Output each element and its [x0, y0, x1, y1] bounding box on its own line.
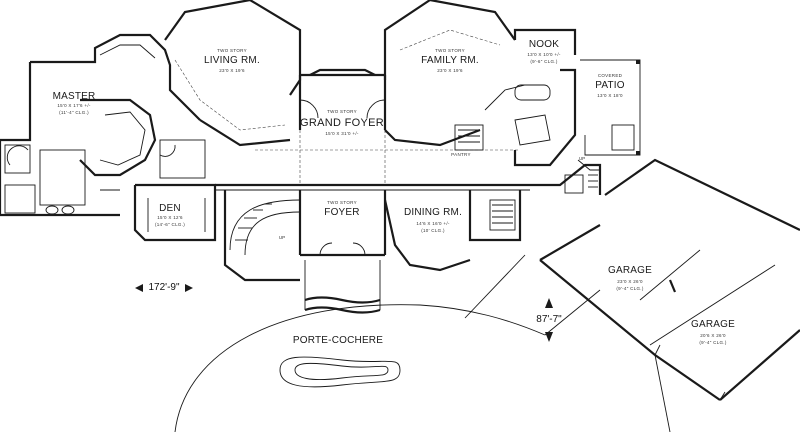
- den-walls: [133, 139, 217, 242]
- foyer-name: FOYER: [324, 207, 360, 218]
- hallway-walls: [215, 183, 530, 191]
- living-room-sub: TWO STORY: [217, 48, 247, 53]
- dining-room-walls: [383, 190, 522, 272]
- family-room-walls: [383, 0, 577, 167]
- garage-one-name: GARAGE: [608, 265, 652, 276]
- garage-two-dims: 20'6 X 26'0: [700, 333, 726, 338]
- garage-one-dims: 23'0 X 26'0: [617, 279, 643, 284]
- garage-one-ceiling: (9'-4" CLG.): [616, 286, 644, 291]
- master-room-dims: 15'0 X 17'6 +/-: [57, 103, 91, 108]
- master-room-name: MASTER: [52, 91, 96, 102]
- dining-room-name: DINING RM.: [403, 207, 463, 218]
- living-room-walls: [164, 0, 302, 147]
- patio-dims: 13'0 X 18'0: [597, 93, 623, 98]
- patio-sub: COVERED: [597, 73, 623, 78]
- garage-two-name: GARAGE: [691, 319, 735, 330]
- utility-stair-up-mark: UP: [578, 156, 586, 161]
- family-room-sub: TWO STORY: [435, 48, 465, 53]
- master-wing-walls: [0, 33, 201, 217]
- utility-walls: [530, 159, 602, 195]
- living-room-name: LIVING RM.: [204, 55, 260, 66]
- dining-room-ceiling: (10' CLG.): [421, 228, 445, 233]
- foyer-walls: [223, 190, 387, 314]
- pantry-label: PANTRY: [451, 152, 471, 157]
- grand-foyer-name: GRAND FOYER: [300, 117, 384, 129]
- foyer-sub: TWO STORY: [327, 200, 357, 205]
- nook-room-ceiling: (9'-6" CLG.): [530, 59, 558, 64]
- living-room-dims: 23'0 X 19'6: [219, 68, 245, 73]
- family-room-name: FAMILY RM.: [421, 55, 479, 66]
- overall-width-label: 172'-9": [148, 282, 180, 293]
- covered-patio-walls: [580, 59, 641, 156]
- grand-foyer-sub: TWO STORY: [327, 109, 357, 114]
- overall-depth-label: 87'-7": [536, 314, 562, 325]
- grand-foyer-dims: 15'0 X 31'0 +/-: [325, 131, 359, 136]
- nook-room-dims: 13'0 X 10'0 +/-: [527, 52, 561, 57]
- den-room-ceiling: (14'-6" CLG.): [154, 222, 186, 227]
- den-room-dims: 15'0 X 12'6: [157, 215, 183, 220]
- porte-cochere-label: PORTE-COCHERE: [292, 335, 384, 346]
- garage-two-ceiling: (9'-4" CLG.): [699, 340, 727, 345]
- garage-walls: [539, 158, 800, 401]
- family-room-dims: 23'0 X 19'6: [437, 68, 463, 73]
- master-room-ceiling: (11'-4" CLG.): [59, 110, 89, 115]
- width-dimension-arrow: [135, 284, 193, 292]
- nook-room-name: NOOK: [528, 39, 560, 50]
- den-room-name: DEN: [159, 203, 181, 214]
- grand-foyer-walls: [255, 68, 520, 185]
- foyer-stair-up-mark: UP: [278, 235, 286, 240]
- patio-name: PATIO: [595, 80, 625, 91]
- driveway-lines: [174, 254, 671, 432]
- dining-room-dims: 14'6 X 16'0 +/-: [416, 221, 450, 226]
- depth-dimension-arrow: [545, 298, 553, 342]
